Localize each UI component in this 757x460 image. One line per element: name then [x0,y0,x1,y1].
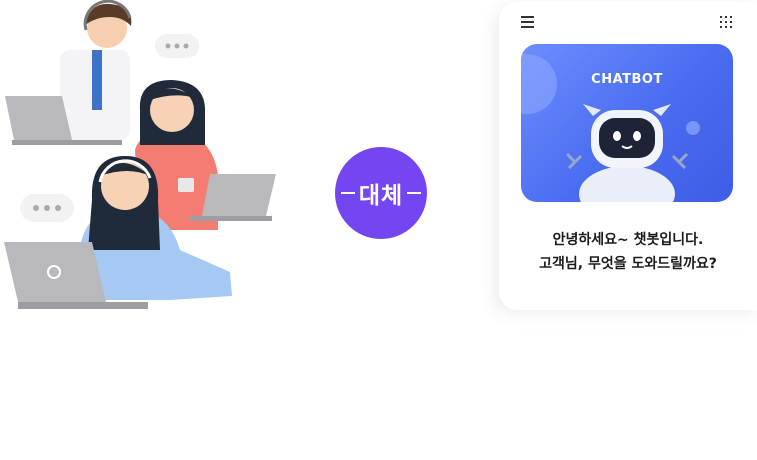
menu-icon[interactable] [521,16,534,28]
chatbot-phone-mockup: CHATBOT 안녕하세요~ 챗봇입니다. 고객님, 무엇을 도와드릴까요? [499,2,757,310]
laptop-icon [5,96,122,145]
replace-badge: 대체 [335,147,427,239]
agent-woman-blue [80,156,232,300]
greeting-line-2: 고객님, 무엇을 도와드릴까요? [539,256,717,272]
badge-divider-left [341,192,355,194]
banner-decoration [521,54,700,202]
chatbot-greeting: 안녕하세요~ 챗봇입니다. 고객님, 무엇을 도와드릴까요? [499,228,757,276]
laptop-icon [190,174,276,221]
phone-fade [499,300,757,330]
speech-bubble-icon [155,34,199,58]
banner-title: CHATBOT [591,72,663,87]
badge-label: 대체 [358,183,404,209]
chatbot-robot-icon [565,104,689,202]
call-center-agents-illustration [4,0,276,309]
badge-divider-right [407,192,421,194]
grid-icon[interactable] [720,16,732,28]
laptop-icon [4,242,148,309]
agent-man [60,0,132,140]
greeting-line-1: 안녕하세요~ 챗봇입니다. [552,232,704,248]
chatbot-banner: CHATBOT [521,44,733,202]
agent-woman-pink [135,80,218,230]
speech-bubble-icon [20,194,74,222]
